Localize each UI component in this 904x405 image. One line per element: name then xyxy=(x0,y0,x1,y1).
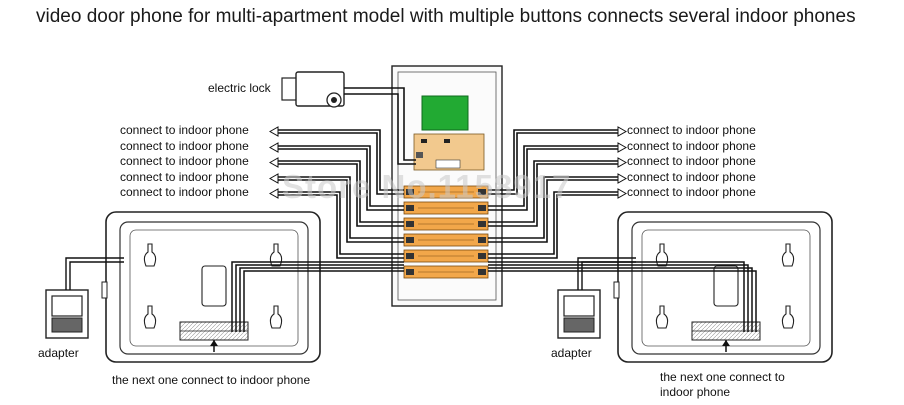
left-indoor-label-2: connect to indoor phone xyxy=(120,139,249,153)
adapter-icon xyxy=(45,289,89,339)
right-adapter-wire xyxy=(577,257,636,290)
right-indoor-label-3: connect to indoor phone xyxy=(627,154,756,168)
right-next-one-label-line1: the next one connect to xyxy=(660,370,785,384)
right-indoor-label-2: connect to indoor phone xyxy=(627,139,756,153)
right-next-one-label-line2: indoor phone xyxy=(660,385,731,399)
left-next-one-label: the next one connect to indoor phone xyxy=(112,373,311,387)
right-bus-wires xyxy=(488,129,618,259)
electric-lock-label: electric lock xyxy=(208,81,271,95)
left-adapter-label: adapter xyxy=(38,346,79,360)
left-indoor-label-1: connect to indoor phone xyxy=(120,123,249,137)
lock-wires xyxy=(344,87,416,165)
left-indoor-label-5: connect to indoor phone xyxy=(120,185,249,199)
left-monitor-wires xyxy=(213,261,404,352)
left-indoor-label-3: connect to indoor phone xyxy=(120,154,249,168)
arrow-icon xyxy=(268,126,279,199)
electric-lock-icon xyxy=(281,71,345,108)
arrow-icon xyxy=(617,126,628,199)
left-adapter-wire xyxy=(65,257,124,290)
panel-camera-screen xyxy=(421,95,469,131)
arrow-icon xyxy=(722,340,730,346)
diagram-title: video door phone for multi-apartment mod… xyxy=(36,6,856,27)
left-bus-wires xyxy=(278,129,404,259)
right-adapter-label: adapter xyxy=(551,346,592,360)
adapter-icon xyxy=(557,289,601,339)
indoor-monitor-icon xyxy=(613,211,833,363)
watermark: Store No.1158917 xyxy=(282,168,572,205)
right-indoor-label-1: connect to indoor phone xyxy=(627,123,756,137)
panel-button-modules xyxy=(403,185,489,279)
left-indoor-label-4: connect to indoor phone xyxy=(120,170,249,184)
indoor-monitor-icon xyxy=(101,211,321,363)
outdoor-panel xyxy=(391,65,503,307)
right-indoor-label-5: connect to indoor phone xyxy=(627,185,756,199)
arrow-icon xyxy=(210,340,218,346)
right-indoor-label-4: connect to indoor phone xyxy=(627,170,756,184)
